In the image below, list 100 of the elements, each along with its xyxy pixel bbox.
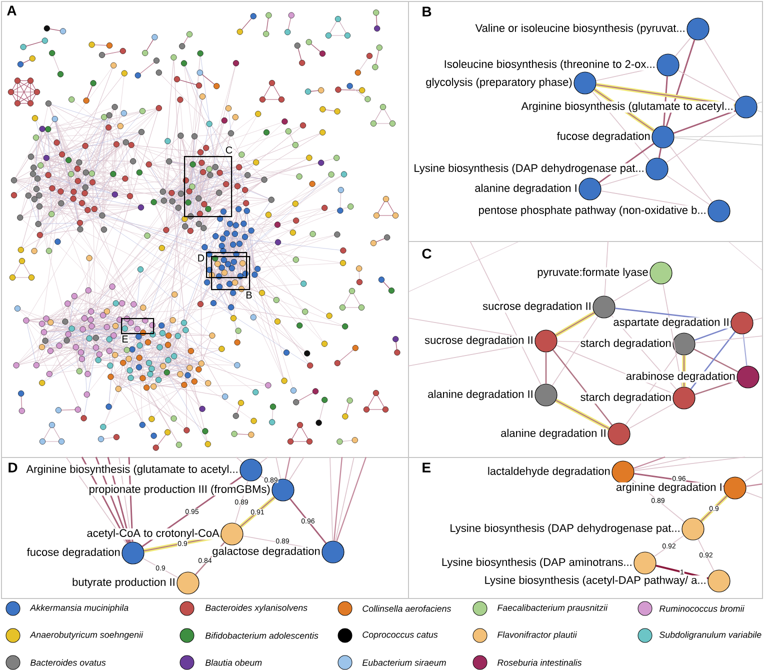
legend-label: Akkermansia muciniphila [30,604,128,613]
link-line [756,110,762,112]
link-line [335,456,354,542]
highlighted-link [144,534,222,553]
node-label: Arginine biosynthesis (glutamate to acetyl... [520,101,734,113]
node-circle [220,522,244,546]
highlighted-link [700,494,728,522]
node-circle [652,126,674,148]
link-line [142,558,178,578]
node-label: aspartate degradation II [612,317,730,329]
link-line [284,456,291,480]
link-line [694,326,732,341]
link-line [678,70,736,102]
link-line [545,352,547,384]
node-circle [708,570,730,592]
link-line [669,146,713,202]
link-line [694,348,738,372]
legend-label: Eubacterium siraeum [362,659,446,666]
link-line [336,456,367,542]
legend-label: Coprococcus catus [362,631,438,640]
link-line [744,470,762,482]
node-circle [634,552,656,574]
node-circle [736,366,760,388]
link-line [613,278,652,302]
node-circle [574,72,596,94]
link-line [694,380,738,396]
link-line [634,456,746,472]
node-circle [730,312,754,334]
node-circle [240,458,262,482]
node-label: lactaldehyde degradation [486,466,611,478]
node-label: fucose degradation [26,547,121,559]
node-circle [176,572,200,594]
node-circle [734,96,758,118]
legend-label: Ruminococcus bromii [659,605,744,612]
node-circle [686,18,710,40]
link-line [746,483,762,487]
link-line [674,37,692,57]
node-circle [534,384,558,406]
link-line [290,498,326,544]
node-circle [322,540,344,564]
legend-label: Bifidobacterium adolescentis [205,632,318,639]
node-circle [122,542,144,564]
node-circle [682,518,704,540]
node-circle [724,476,746,500]
highlighted-link [596,82,736,108]
link-line [633,456,666,469]
link-line [658,148,662,158]
box-letter: E [121,335,129,343]
node-label: sucrose degradation II [424,335,534,347]
legend-label: Bacteroides xylanisolvens [205,604,308,613]
link-line [704,38,740,98]
node-circle [608,422,630,446]
link-line [260,456,268,464]
link-line [666,113,738,163]
node-circle [578,178,602,200]
node-label: fucose degradation [556,131,651,143]
node-label: Lysine biosynthesis (DAP dehydrogenase pat... [413,163,645,175]
node-label: pentose phosphate pathway (non-oxidative b... [478,205,707,217]
legend-label: Bacteroides ovatus [30,659,106,666]
link-line [666,40,696,126]
link-line [752,318,762,321]
node-label: Valine or isoleucine biosynthesis (pyruvat... [474,23,686,35]
node-circle [592,296,616,318]
link-line [674,138,762,146]
node-circle [646,158,668,180]
link-line [674,136,762,138]
node-label: sucrose degradation II [482,301,592,313]
box-letter: D [196,254,206,262]
node-label: Lysine biosynthesis (DAP dehydrogenase pat... [449,523,681,535]
node-label: Isoleucine biosynthesis (threonine to 2-ox... [443,59,656,71]
node-label: starch degradation [580,392,672,404]
legend-label: Subdoligranulum variabile [659,631,762,640]
legend-label: Blautia obeum [205,659,262,666]
link-line [333,456,343,541]
link-line [698,538,714,572]
link-line [634,456,690,470]
node-label: Lysine biosynthesis (DAP aminotrans... [440,557,633,569]
node-label: galactose degradation [212,546,321,558]
node-label: glycolysis (preparatory phase) [425,77,573,89]
node-label: Arginine biosynthesis (glutamate to acetyl... [26,464,239,476]
link-line [694,336,762,344]
link-line [666,174,710,206]
node-circle [612,460,634,484]
node-label: alanine degradation II [427,389,534,401]
node-circle [534,330,558,352]
link-line [654,535,684,557]
link-line [673,110,736,134]
link-line [745,492,762,498]
highlighted-link [239,496,276,528]
node-label: alanine degradation I [474,183,578,195]
legend-label: Faecalibacterium prausnitzii [497,604,608,613]
link-line [552,316,598,386]
node-label: butyrate production II [72,577,176,589]
node-circle [650,262,672,284]
link-line [628,403,675,429]
node-circle [708,200,730,222]
box-letter: B [245,291,253,299]
highlighted-link [554,311,596,337]
legend-label: Roseburia intestinalis [497,659,582,666]
link-line [742,334,748,366]
